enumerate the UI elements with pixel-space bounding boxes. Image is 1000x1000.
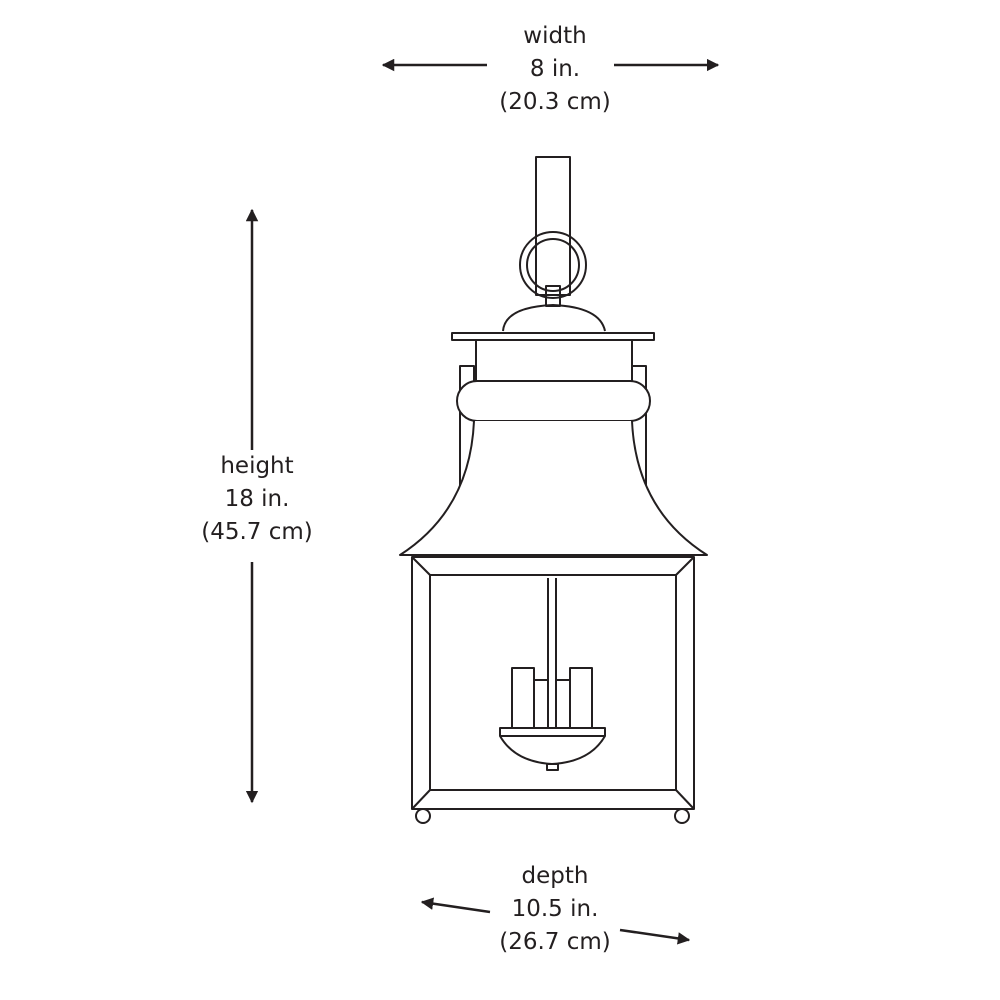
height-label: height 18 in. (45.7 cm) [172,450,342,549]
width-title: width [523,23,587,49]
width-label: width 8 in. (20.3 cm) [470,20,640,119]
depth-metric: (26.7 cm) [499,929,611,955]
height-metric: (45.7 cm) [201,519,313,545]
depth-title: depth [521,863,589,889]
height-title: height [220,453,294,479]
width-imperial: 8 in. [529,56,581,82]
width-metric: (20.3 cm) [499,89,611,115]
wall-lantern-icon [399,156,708,824]
height-imperial: 18 in. [224,486,290,512]
depth-label: depth 10.5 in. (26.7 cm) [470,860,640,959]
depth-imperial: 10.5 in. [511,896,599,922]
depth-arrow [420,897,691,945]
